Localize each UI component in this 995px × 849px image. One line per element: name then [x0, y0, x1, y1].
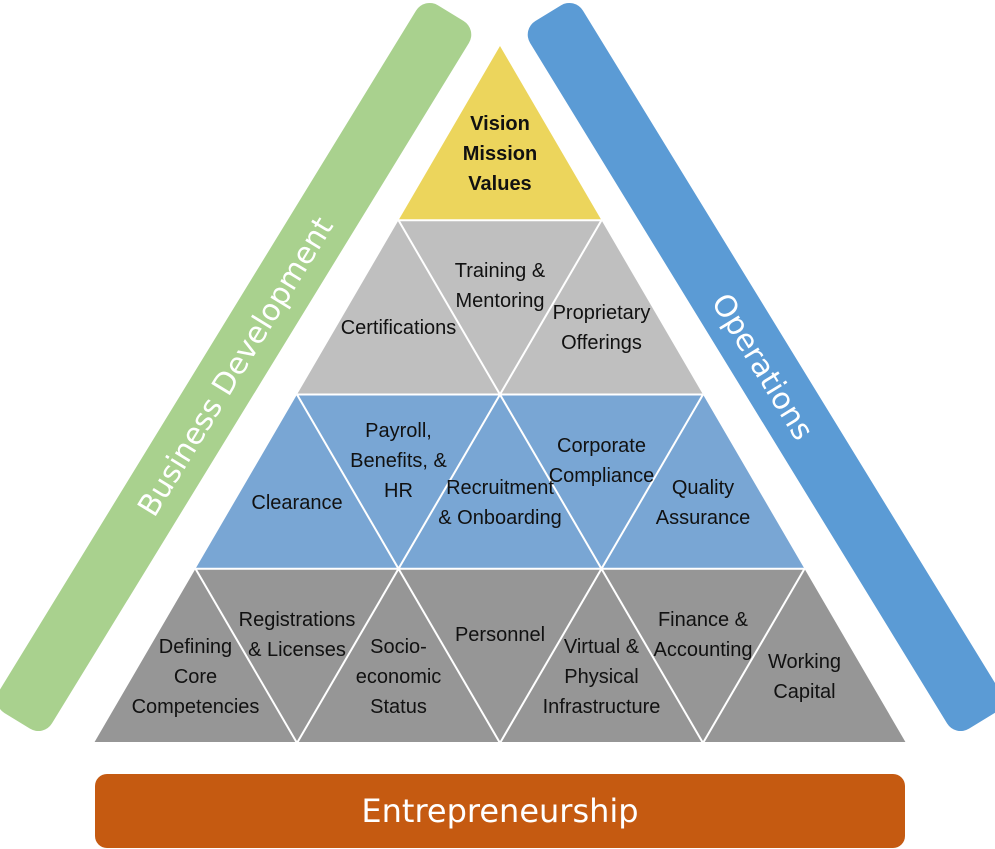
- divider-diag-b-1: [296, 219, 603, 744]
- triangle-row4-4: [398, 568, 602, 743]
- triangle-row3-4: [500, 394, 703, 569]
- triangle-row2-2: [398, 220, 602, 395]
- triangle-row2-1: [297, 220, 500, 395]
- divider-diag-b-3: [702, 568, 806, 744]
- triangle-row2-3: [500, 220, 703, 395]
- divider-diag-b-2: [499, 393, 704, 744]
- triangle-row4-1: [94, 568, 297, 743]
- entrepreneurship-label: Entrepreneurship: [361, 792, 639, 830]
- triangle-row4-2: [195, 568, 399, 743]
- operations-band: [527, 2, 995, 732]
- triangle-row4-5: [500, 568, 703, 743]
- divider-diag-a-3: [194, 568, 298, 744]
- divider-diag-a-1: [397, 219, 704, 744]
- triangle-row4-7: [703, 568, 906, 743]
- entrepreneurship-bar: Entrepreneurship: [95, 774, 905, 848]
- triangle-row4-6: [601, 568, 805, 743]
- triangle-row3-5: [601, 394, 805, 569]
- triangle-row3-2: [297, 394, 500, 569]
- divider-diag-a-2: [296, 393, 501, 744]
- triangle-row3-1: [195, 394, 399, 569]
- triangle-top: [398, 46, 602, 221]
- business-development-band: [0, 2, 472, 732]
- triangle-row4-3: [297, 568, 500, 743]
- triangle-row3-3: [398, 394, 602, 569]
